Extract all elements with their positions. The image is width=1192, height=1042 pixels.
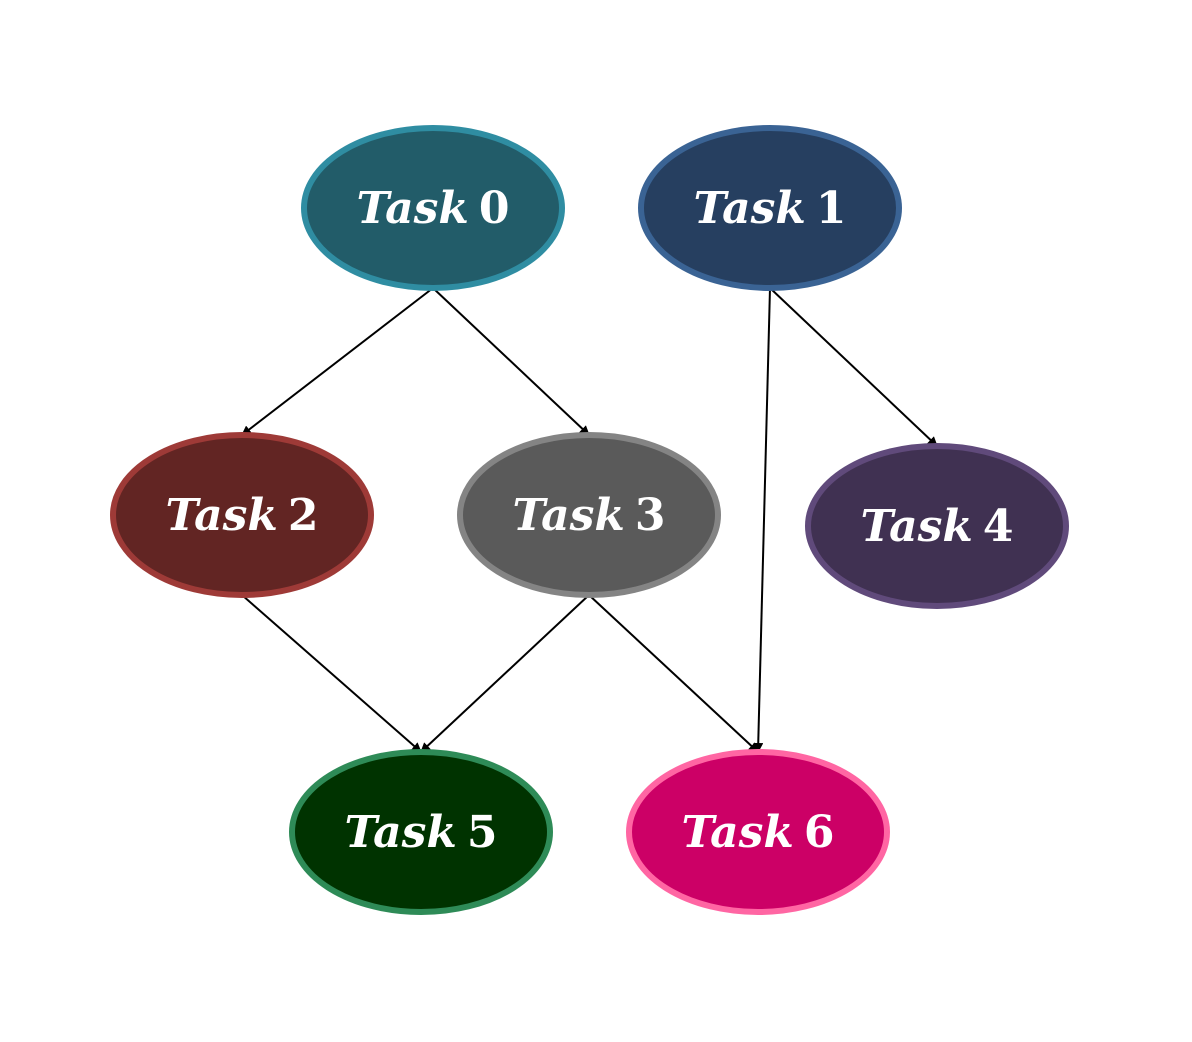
node-label-text: Task xyxy=(357,183,469,234)
node-label-text: Task xyxy=(166,490,278,541)
edge-t1-to-t6 xyxy=(753,287,771,753)
node-label-number: 2 xyxy=(288,490,319,541)
node-label-number: 3 xyxy=(635,490,666,541)
edge-t0-to-t3 xyxy=(432,287,590,436)
node-label-number: 6 xyxy=(804,807,835,858)
node-ellipse xyxy=(289,749,553,915)
node-label-text: Task xyxy=(682,807,794,858)
edge-t2-to-t5 xyxy=(241,594,422,753)
node-label-number: 4 xyxy=(983,501,1014,552)
edge-t1-to-t4 xyxy=(769,287,938,447)
node-ellipse xyxy=(301,125,565,291)
node-label-number: 1 xyxy=(816,183,847,234)
node-ellipse xyxy=(457,432,721,598)
node-ellipse xyxy=(626,749,890,915)
edge-t0-to-t2 xyxy=(241,287,434,436)
node-label-number: 0 xyxy=(479,183,510,234)
node-label-text: Task xyxy=(345,807,457,858)
node-label-text: Task xyxy=(513,490,625,541)
node-ellipse xyxy=(110,432,374,598)
edges xyxy=(241,287,938,753)
node-ellipse xyxy=(805,443,1069,609)
node-label-text: Task xyxy=(861,501,973,552)
edge-t3-to-t5 xyxy=(420,594,590,753)
node-label-text: Task xyxy=(694,183,806,234)
node-ellipse xyxy=(638,125,902,291)
node-label-number: 5 xyxy=(467,807,498,858)
edge-t3-to-t6 xyxy=(588,594,759,753)
